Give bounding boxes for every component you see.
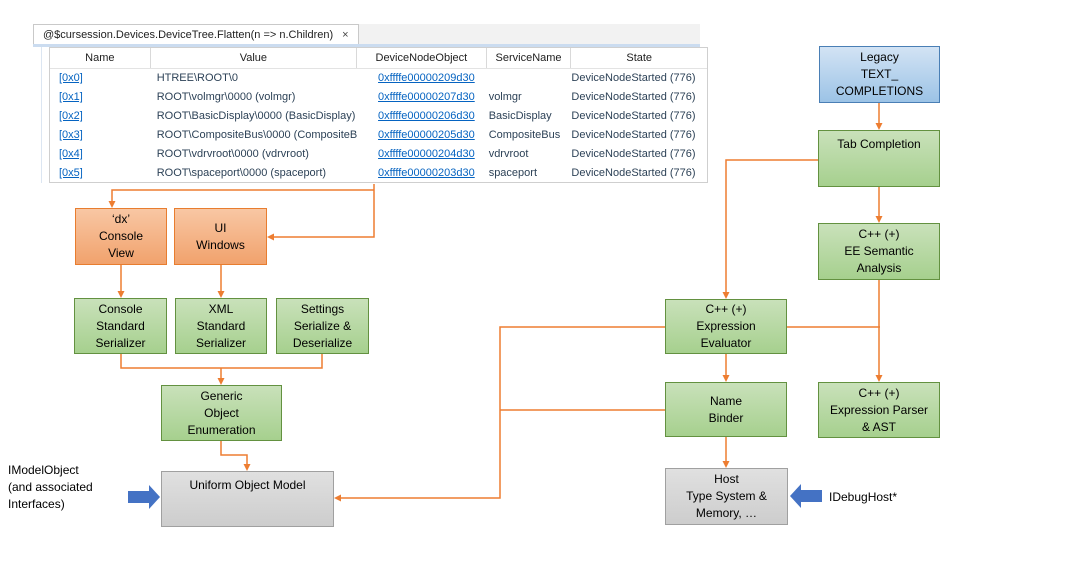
panel-edge-line [41,47,42,183]
box-ee-semantic-analysis: C++ (+) EE Semantic Analysis [818,223,940,280]
row-index-link[interactable]: [0x5] [59,167,83,179]
table-row: [0x1] ROOT\volmgr\0000 (volmgr) 0xffffe0… [50,88,707,107]
table-header: Name Value DeviceNodeObject ServiceName … [50,48,707,69]
column-header-state[interactable]: State [626,52,653,64]
value-cell: ROOT\vdrvroot\0000 (vdrvroot) [156,148,309,160]
box-console-standard-serializer: Console Standard Serializer [74,298,167,354]
row-index-link[interactable]: [0x3] [59,129,83,141]
box-xml-standard-serializer: XML Standard Serializer [175,298,267,354]
table-row: [0x0] HTREE\ROOT\0 0xffffe00000209d30 De… [50,69,707,88]
row-index-link[interactable]: [0x0] [59,72,83,84]
box-dx-console-view: ‘dx’ Console View [75,208,167,265]
table-row: [0x4] ROOT\vdrvroot\0000 (vdrvroot) 0xff… [50,145,707,164]
row-index-link[interactable]: [0x1] [59,91,83,103]
query-tab-bar: @$cursession.Devices.DeviceTree.Flatten(… [33,24,700,44]
state-cell: DeviceNodeStarted (776) [571,72,696,84]
servicename-cell: CompositeBus [488,129,561,141]
value-cell: ROOT\BasicDisplay\0000 (BasicDisplay) [156,110,356,122]
imodelobject-arrow-icon [128,485,160,509]
devicenodeobject-link[interactable]: 0xffffe00000206d30 [378,110,475,122]
state-cell: DeviceNodeStarted (776) [571,91,696,103]
box-legacy-text-completions: Legacy TEXT_ COMPLETIONS [819,46,940,103]
state-cell: DeviceNodeStarted (776) [571,167,696,179]
box-tab-completion: Tab Completion [818,130,940,187]
box-name-binder: Name Binder [665,382,787,437]
table-row: [0x5] ROOT\spaceport\0000 (spaceport) 0x… [50,164,707,183]
table-row: [0x3] ROOT\CompositeBus\0000 (CompositeB… [50,126,707,145]
row-index-link[interactable]: [0x4] [59,148,83,160]
devicenodeobject-link[interactable]: 0xffffe00000205d30 [378,129,475,141]
box-expression-evaluator: C++ (+) Expression Evaluator [665,299,787,354]
device-tree-results-table: Name Value DeviceNodeObject ServiceName … [49,47,708,183]
state-cell: DeviceNodeStarted (776) [571,110,696,122]
idebughost-label: IDebugHost* [829,490,898,504]
servicename-cell [487,69,572,88]
servicename-cell: spaceport [488,167,537,179]
box-uniform-object-model: Uniform Object Model [161,471,334,527]
state-cell: DeviceNodeStarted (776) [571,148,696,160]
value-cell: ROOT\CompositeBus\0000 (CompositeBus) [156,129,358,141]
value-cell: ROOT\spaceport\0000 (spaceport) [156,167,327,179]
row-index-link[interactable]: [0x2] [59,110,83,122]
table-row: [0x2] ROOT\BasicDisplay\0000 (BasicDispl… [50,107,707,126]
box-generic-object-enumeration: Generic Object Enumeration [161,385,282,441]
devicenodeobject-link[interactable]: 0xffffe00000209d30 [378,72,475,84]
box-expression-parser-ast: C++ (+) Expression Parser & AST [818,382,940,438]
servicename-cell: volmgr [488,91,522,103]
query-tab-title: @$cursession.Devices.DeviceTree.Flatten(… [43,28,334,41]
column-header-name[interactable]: Name [50,48,151,68]
column-header-value[interactable]: Value [151,48,358,68]
state-cell: DeviceNodeStarted (776) [571,129,696,141]
box-settings-serialize-deserialize: Settings Serialize & Deserialize [276,298,369,354]
column-header-devicenodeobject[interactable]: DeviceNodeObject [357,48,487,68]
devicenodeobject-link[interactable]: 0xffffe00000204d30 [378,148,475,160]
idebughost-arrow-icon [790,484,822,508]
devicenodeobject-link[interactable]: 0xffffe00000207d30 [378,91,475,103]
box-ui-windows: UI Windows [174,208,267,265]
value-cell: ROOT\volmgr\0000 (volmgr) [156,91,296,103]
column-header-servicename[interactable]: ServiceName [487,48,572,68]
box-host-type-system: Host Type System & Memory, … [665,468,788,525]
servicename-cell: BasicDisplay [488,110,552,122]
value-cell: HTREE\ROOT\0 [156,72,238,84]
imodelobject-label: IModelObject (and associated Interfaces) [8,463,93,511]
tab-accent-strip [33,44,700,47]
tab-close-icon[interactable]: × [342,28,349,41]
servicename-cell: vdrvroot [488,148,529,160]
devicenodeobject-link[interactable]: 0xffffe00000203d30 [378,167,475,179]
query-tab[interactable]: @$cursession.Devices.DeviceTree.Flatten(… [33,24,359,44]
